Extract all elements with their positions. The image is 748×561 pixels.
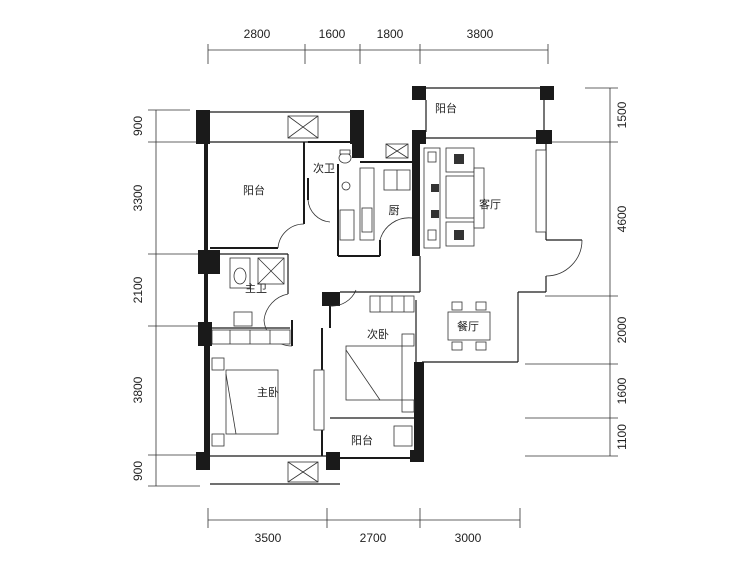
dim-top-4: 3800 xyxy=(467,27,494,41)
dim-bottom-1: 3500 xyxy=(255,531,282,545)
dim-left-2: 3300 xyxy=(131,184,145,211)
dim-left-5: 900 xyxy=(131,461,145,481)
room-label-second-bath: 次卫 xyxy=(313,161,335,175)
room-label-kitchen: 厨 xyxy=(389,204,400,217)
dim-left-4: 3800 xyxy=(131,376,145,403)
dim-left-1: 900 xyxy=(131,116,145,136)
dim-right-2: 4600 xyxy=(615,205,629,232)
room-label-master-bath: 主卫 xyxy=(245,282,267,295)
room-label-master-bedroom: 主卧 xyxy=(257,386,279,399)
furniture xyxy=(211,143,491,447)
dim-right-4: 1600 xyxy=(615,377,629,404)
room-label-dining-room: 餐厅 xyxy=(457,319,479,333)
room-label-balcony-top-right: 阳台 xyxy=(435,101,457,115)
dimension-labels: 2800 1600 1800 3800 3500 2700 3000 900 3… xyxy=(131,27,629,545)
room-labels: 阳台 阳台 次卫 厨 客厅 主卫 次卧 餐厅 主卧 阳台 xyxy=(243,101,501,447)
dim-left-3: 2100 xyxy=(131,276,145,303)
dim-top-2: 1600 xyxy=(319,27,346,41)
dim-top-1: 2800 xyxy=(244,27,271,41)
dim-bottom-2: 2700 xyxy=(360,531,387,545)
room-label-balcony-left: 阳台 xyxy=(243,183,265,197)
dim-right-3: 2000 xyxy=(615,316,629,343)
dim-right-5: 1100 xyxy=(615,424,629,450)
walls xyxy=(196,86,583,485)
dimension-lines xyxy=(148,44,618,528)
room-label-balcony-bottom: 阳台 xyxy=(351,433,373,447)
room-label-second-bedroom: 次卧 xyxy=(367,327,389,341)
dim-top-3: 1800 xyxy=(377,27,404,41)
dim-right-1: 1500 xyxy=(615,101,629,128)
dim-bottom-3: 3000 xyxy=(455,531,482,545)
room-label-living-room: 客厅 xyxy=(479,197,501,211)
